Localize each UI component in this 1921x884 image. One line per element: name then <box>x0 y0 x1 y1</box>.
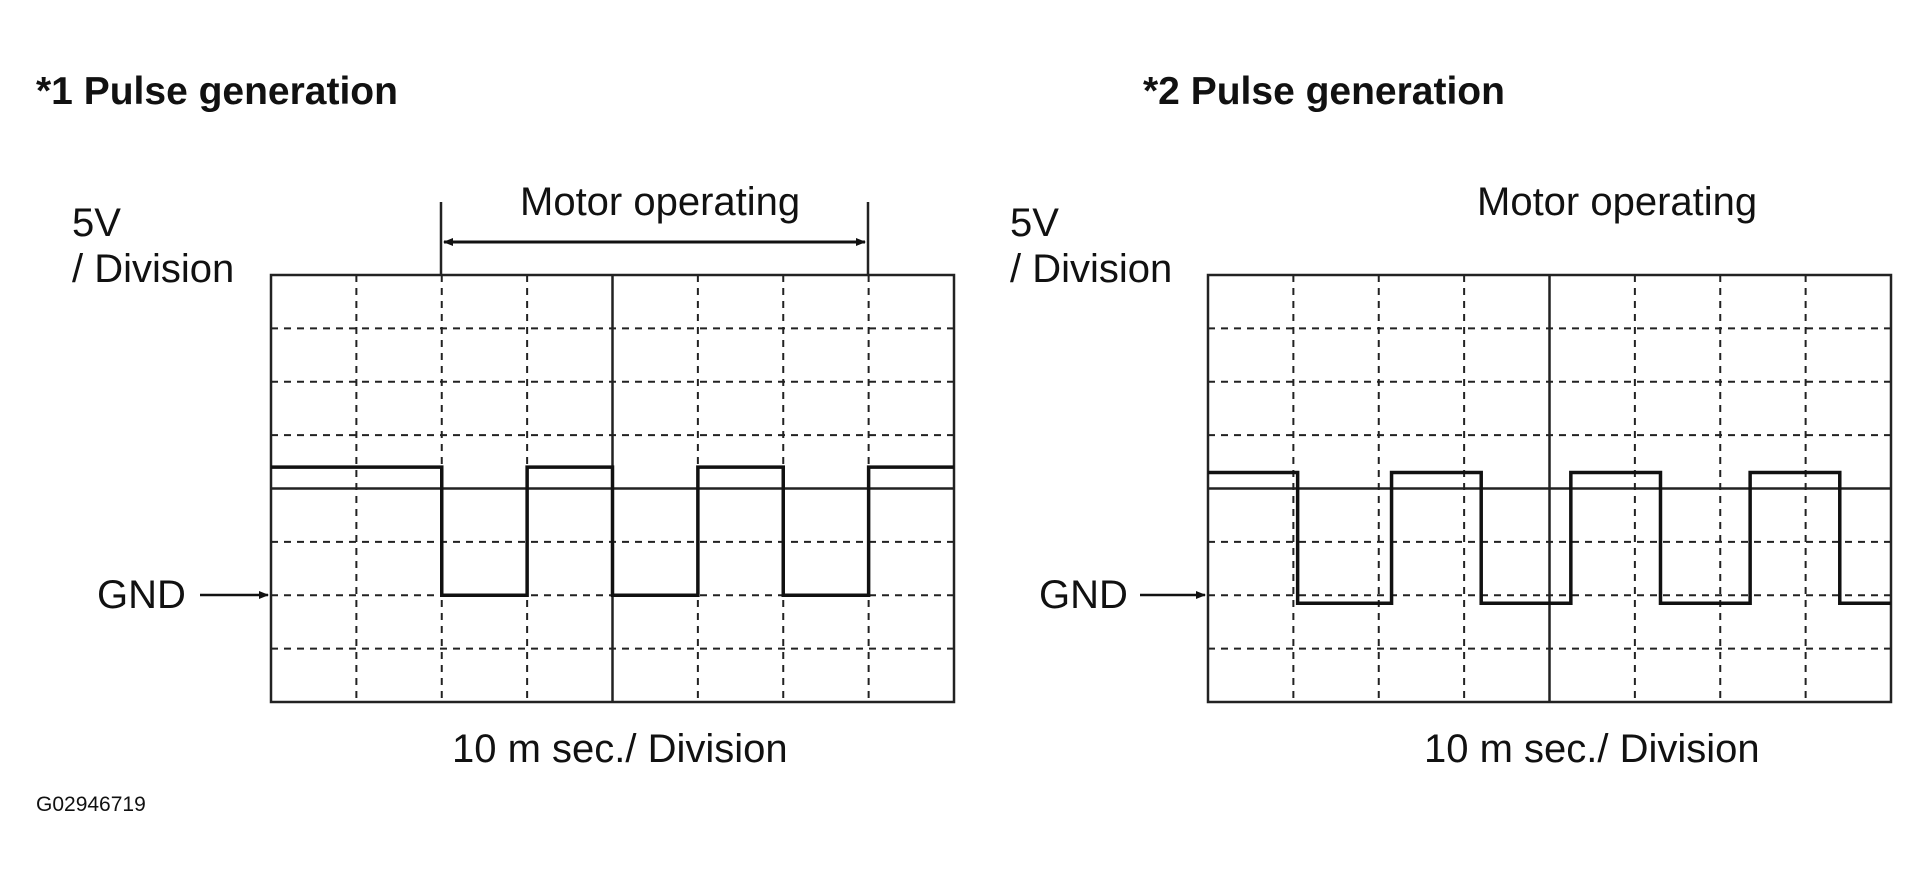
panel-1-gnd-label: GND <box>97 573 186 617</box>
panel-1-y-scale: 5V / Division <box>72 201 235 291</box>
panel-1-waveform <box>271 465 954 597</box>
panel-2-motor-operating-label: Motor operating <box>1477 180 1758 224</box>
figure-code: G02946719 <box>36 793 146 816</box>
panel-1-title: *1 Pulse generation <box>36 70 398 113</box>
panel-2-gnd-label: GND <box>1039 573 1128 617</box>
panel-1-scope <box>200 202 956 704</box>
panel-1-motor-operating-label: Motor operating <box>520 180 801 224</box>
panel-1-x-scale: 10 m sec./ Division <box>452 727 788 771</box>
panel-2-scope <box>1140 273 1893 704</box>
panel-2-waveform <box>1208 470 1891 606</box>
panel-2-y-scale: 5V / Division <box>1010 201 1173 291</box>
panel-2-x-scale: 10 m sec./ Division <box>1424 727 1760 771</box>
panel-2-title: *2 Pulse generation <box>1143 70 1505 113</box>
